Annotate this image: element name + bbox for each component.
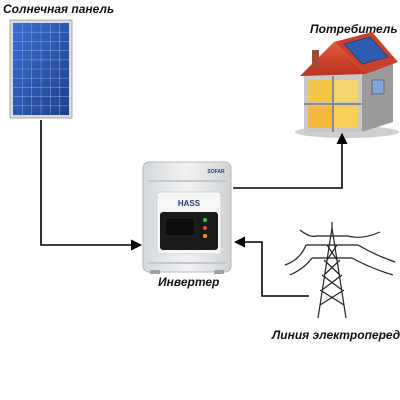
arrow-panel-to-inverter bbox=[40, 120, 143, 251]
solar-panel-label: Солнечная панель bbox=[3, 2, 115, 16]
inverter-label: Инвертер bbox=[158, 275, 220, 289]
solar-panel-icon bbox=[9, 19, 73, 119]
inverter-corner-logo: SOFAR bbox=[207, 169, 225, 175]
power-line-label: Линия электропередач bbox=[272, 328, 400, 342]
inverter-brand: HASS bbox=[178, 199, 201, 208]
inverter-icon: HASS SOFAR bbox=[142, 161, 232, 274]
house-icon bbox=[295, 32, 399, 138]
arrow-inverter-to-consumer bbox=[233, 132, 348, 189]
arrow-powerline-to-inverter bbox=[233, 236, 309, 297]
consumer-label: Потребитель bbox=[310, 22, 398, 36]
power-tower-icon bbox=[284, 222, 396, 319]
